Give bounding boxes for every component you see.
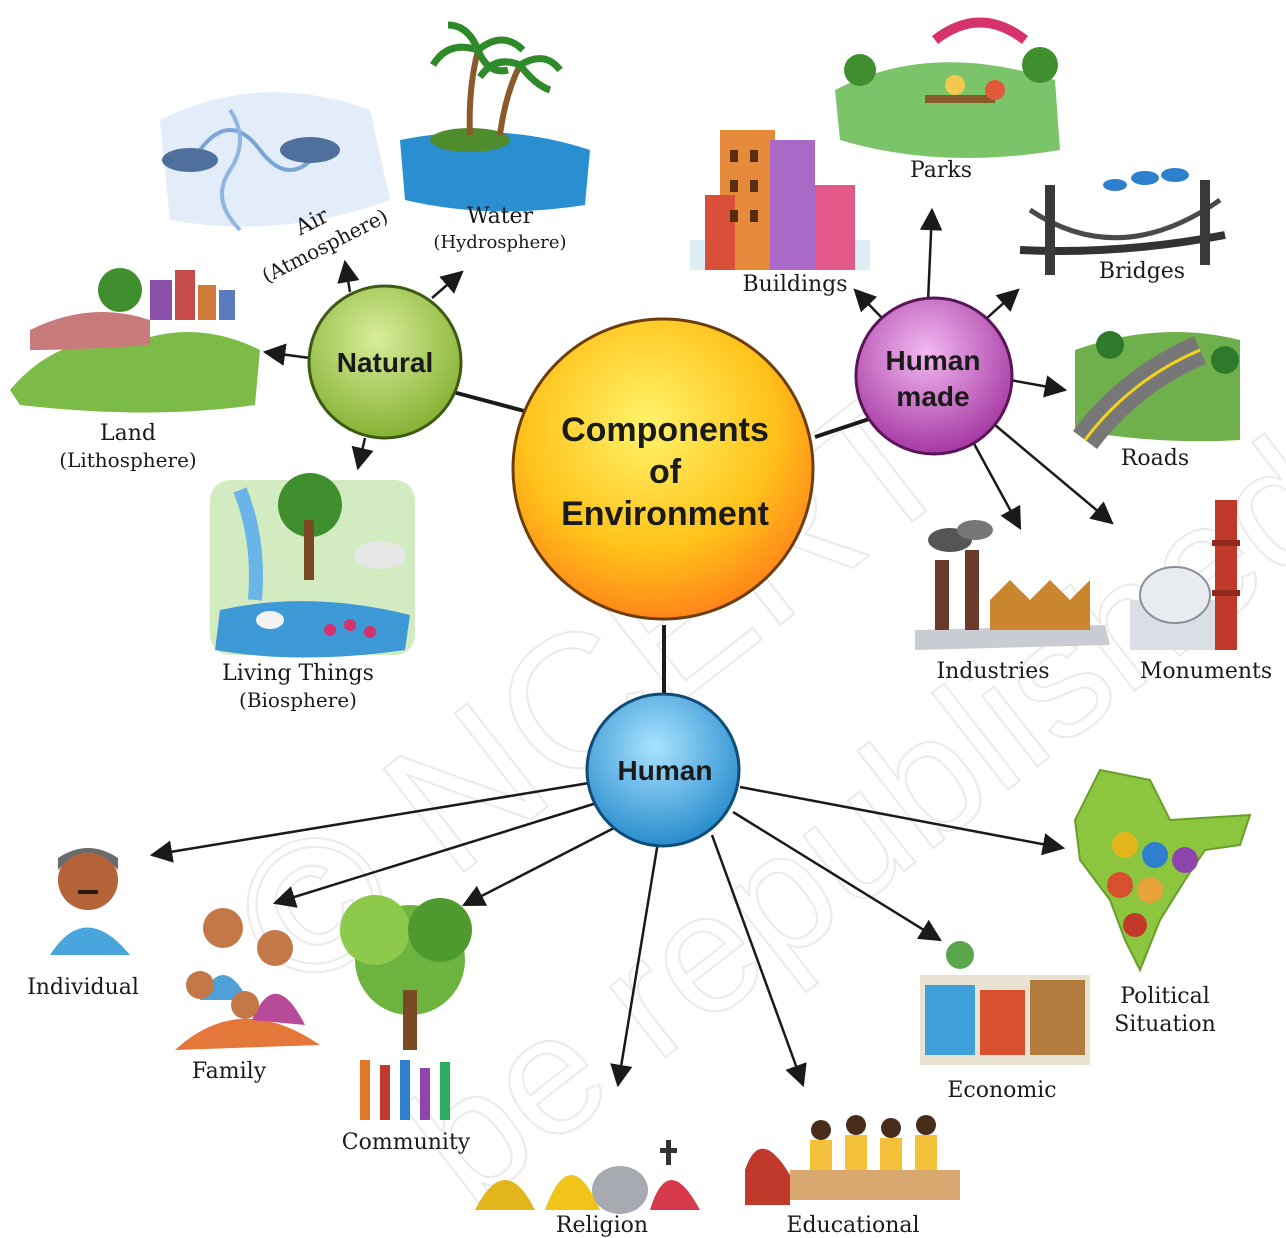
link-center-human-made <box>814 416 873 439</box>
arrow-water <box>431 270 464 299</box>
natural-circle <box>307 284 463 440</box>
land-sub-label: (Lithosphere) <box>59 448 196 472</box>
educational-label: Educational <box>786 1213 919 1238</box>
arrow-air <box>337 259 360 293</box>
industries-label: Industries <box>936 659 1049 684</box>
water-label: Water <box>467 204 534 229</box>
link-center-natural <box>452 390 529 414</box>
arrow-individual <box>149 780 596 863</box>
connectors <box>149 207 1114 1088</box>
land-illustration <box>10 268 260 413</box>
political-label-line-1: Political <box>1120 984 1210 1009</box>
bridges-label: Bridges <box>1099 259 1185 284</box>
arrow-religion <box>610 841 660 1088</box>
buildings-illustration <box>690 130 870 270</box>
individual-illustration <box>50 848 130 955</box>
parks-illustration <box>835 17 1060 158</box>
arrow-living-things <box>351 437 374 471</box>
political-illustration <box>1073 768 1252 973</box>
arrow-educational <box>710 834 807 1088</box>
bridges-illustration <box>1019 168 1226 275</box>
community-illustration <box>340 895 472 1120</box>
living-things-illustration <box>210 473 415 658</box>
monuments-label: Monuments <box>1140 659 1272 684</box>
living-things-label: Living Things <box>222 661 374 686</box>
natural-hub-label: Natural <box>337 347 433 378</box>
industries-illustration <box>915 520 1110 650</box>
economic-illustration <box>920 941 1090 1065</box>
religion-label: Religion <box>556 1213 648 1238</box>
family-illustration <box>175 908 320 1050</box>
human-circle <box>585 692 741 848</box>
arrow-political <box>739 785 1066 856</box>
arrow-land <box>262 343 311 366</box>
human-made-hub-label-line-2: made <box>896 381 969 412</box>
center-title-line-1: Components <box>561 411 769 449</box>
arrow-industries <box>970 439 1022 530</box>
roads-illustration <box>1073 331 1240 450</box>
water-sub-label: (Hydrosphere) <box>433 232 566 253</box>
parks-label: Parks <box>910 158 972 183</box>
human-hub-label: Human <box>618 755 713 786</box>
monuments-illustration <box>1130 500 1240 650</box>
arrow-buildings <box>853 288 883 319</box>
land-label: Land <box>100 421 156 446</box>
political-label-line-2: Situation <box>1114 1012 1216 1037</box>
family-label: Family <box>192 1059 267 1084</box>
community-label: Community <box>342 1130 471 1155</box>
educational-illustration <box>745 1115 960 1205</box>
living-things-sub-label: (Biosphere) <box>239 688 357 712</box>
buildings-label: Buildings <box>742 272 847 297</box>
arrow-economic <box>732 810 942 942</box>
arrow-bridges <box>986 288 1020 319</box>
arrow-roads <box>1009 375 1068 398</box>
arrow-community <box>461 826 615 907</box>
center-circle <box>511 317 815 621</box>
arrow-parks <box>919 207 943 303</box>
water-illustration <box>400 21 590 212</box>
human-made-hub-label-line-1: Human <box>886 345 981 376</box>
roads-label: Roads <box>1121 446 1189 471</box>
arrow-family <box>272 800 601 908</box>
human-made-circle <box>854 296 1014 456</box>
religion-illustration <box>475 1140 700 1214</box>
arrow-monuments <box>994 424 1114 525</box>
individual-label: Individual <box>27 975 139 1000</box>
economic-label: Economic <box>947 1078 1056 1103</box>
air-illustration <box>160 92 390 232</box>
center-title-line-2: of <box>649 453 682 491</box>
center-title-line-3: Environment <box>561 495 769 533</box>
